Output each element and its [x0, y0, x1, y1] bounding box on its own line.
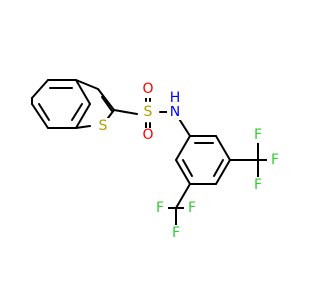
bond — [113, 109, 138, 115]
bond — [31, 103, 49, 129]
bond — [215, 135, 231, 161]
molecule-structure: S S O O N H F F F F F F — [31, 79, 283, 241]
fluorine-label: F — [188, 200, 196, 216]
bond — [75, 79, 99, 90]
bond — [38, 103, 50, 121]
fluorine-label: F — [254, 127, 262, 143]
atom-background — [140, 128, 156, 144]
atom-background — [140, 82, 156, 98]
atom-labels: S S O O N H F F F F F F — [95, 81, 283, 241]
atom-background — [95, 118, 111, 134]
fluorine-label: F — [172, 225, 180, 241]
bond — [175, 135, 191, 161]
atom-background — [168, 225, 184, 241]
thiophene-sulfur-label: S — [99, 118, 108, 134]
sulfonyl-sulfur-label: S — [144, 104, 153, 120]
atom-background — [267, 152, 283, 168]
atom-background — [184, 200, 200, 216]
bottom-oxygen-label: O — [142, 127, 153, 143]
bond — [31, 79, 49, 99]
bond — [175, 159, 191, 185]
bond — [175, 183, 191, 209]
amine-nitrogen-label: N — [170, 104, 180, 120]
atom-background — [250, 177, 266, 193]
bond — [75, 103, 91, 129]
fluorine-label: F — [254, 177, 262, 193]
atom-background — [167, 90, 183, 106]
bond — [215, 159, 231, 185]
bond — [101, 96, 113, 112]
atom-background — [250, 127, 266, 143]
bond — [75, 79, 91, 105]
amine-hydrogen-label: H — [170, 90, 181, 106]
bond — [182, 159, 193, 177]
bond — [75, 125, 91, 129]
fluorine-label: F — [156, 200, 164, 216]
bond — [71, 103, 83, 121]
atom-background — [167, 104, 183, 120]
bond — [97, 88, 115, 111]
bond — [213, 159, 224, 177]
atom-background — [140, 104, 158, 122]
top-oxygen-label: O — [142, 81, 153, 97]
atom-background — [152, 200, 168, 216]
fluorine-label: F — [271, 152, 279, 168]
